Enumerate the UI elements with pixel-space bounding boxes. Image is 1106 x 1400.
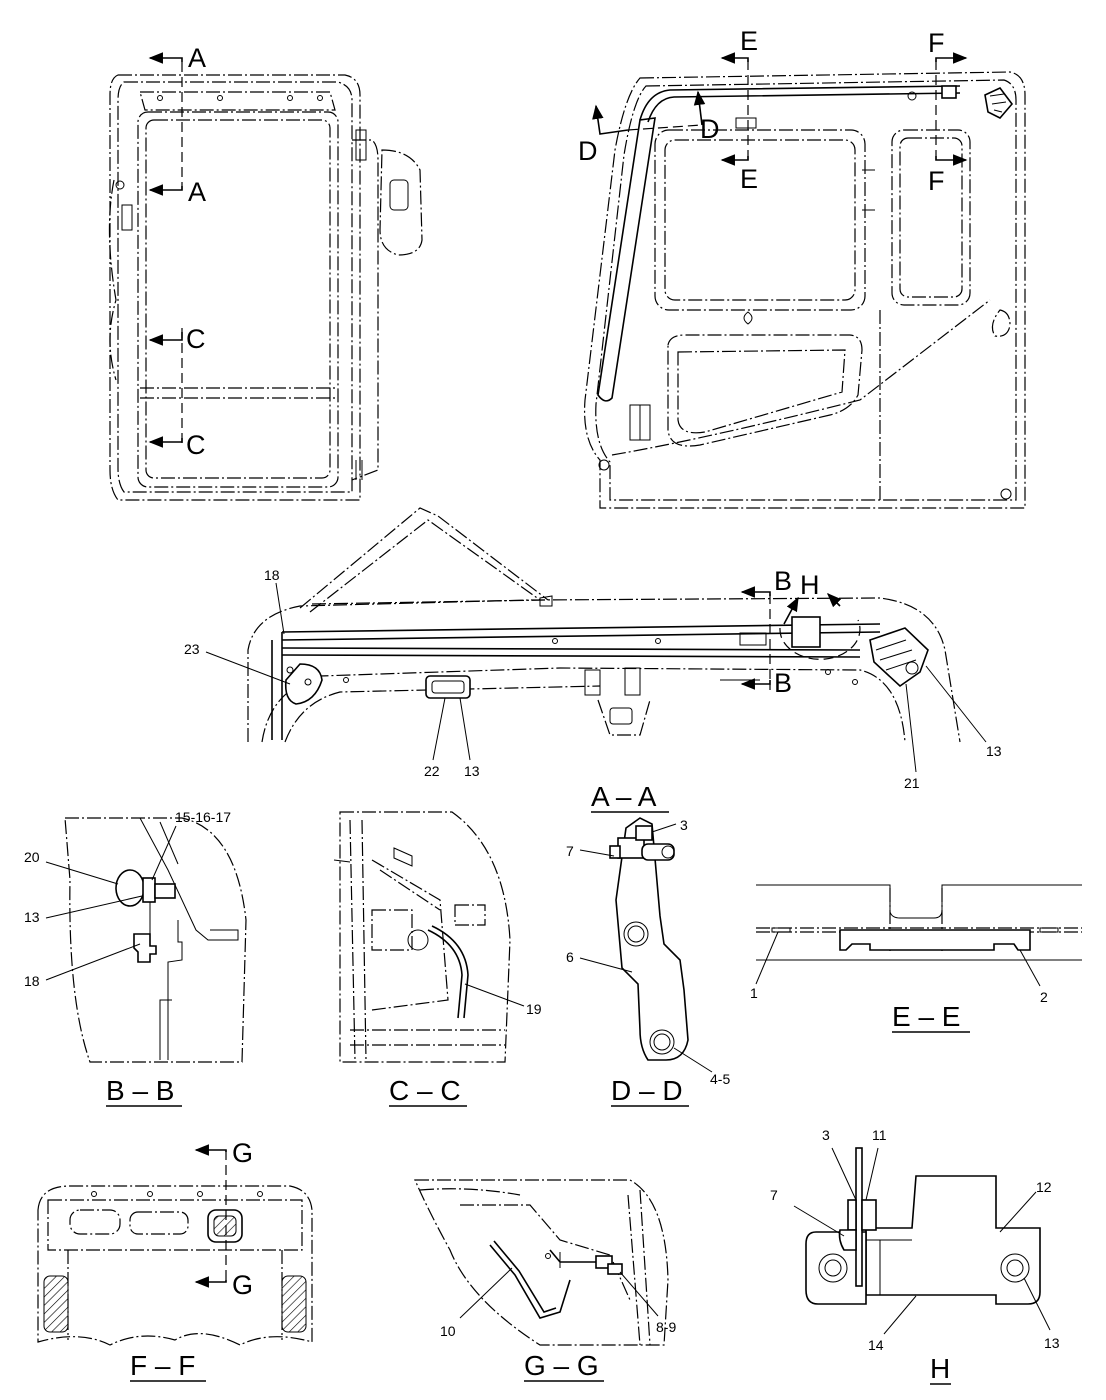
side-view: E E F F D D [578,26,1026,509]
view-title-gg: G – G [524,1350,599,1381]
section-mark-c-top: C [186,324,206,354]
section-mark-g-top: G [232,1138,253,1168]
section-cc: 19 C – C [333,811,542,1107]
section-gg: 10 8-9 G – G [414,1179,676,1382]
view-title-h: H [930,1353,950,1384]
section-mark-a-top: A [188,43,206,73]
callout-13-aa-right: 13 [986,743,1002,759]
section-mark-g-bottom: G [232,1270,253,1300]
section-mark-f-top: F [928,28,945,58]
section-mark-f-bottom: F [928,166,945,196]
callout-8-9: 8-9 [656,1319,676,1335]
callout-13-aa-left: 13 [464,763,480,779]
section-mark-b-bottom: B [774,668,792,698]
callout-7-dd: 7 [566,843,574,859]
callout-3-h: 3 [822,1127,830,1143]
view-title-ee: E – E [892,1001,960,1032]
callout-15-16-17: 15-16-17 [175,809,231,825]
section-mark-a-bottom: A [188,177,206,207]
callout-19: 19 [526,1001,542,1017]
section-mark-b-top: B [774,566,792,596]
callout-22: 22 [424,763,440,779]
view-title-aa: A – A [591,781,657,812]
section-mark-d-right: D [700,114,720,144]
detail-h: 3 11 7 12 14 13 H [770,1127,1060,1385]
section-mark-c-bottom: C [186,430,206,460]
callout-13-h: 13 [1044,1335,1060,1351]
callout-10: 10 [440,1323,456,1339]
callout-4-5: 4-5 [710,1071,730,1087]
callout-20: 20 [24,849,40,865]
callout-23: 23 [184,641,200,657]
section-mark-h: H [800,570,820,600]
section-mark-e-bottom: E [740,164,758,194]
view-title-bb: B – B [106,1075,174,1106]
callout-12: 12 [1036,1179,1052,1195]
callout-18: 18 [264,567,280,583]
callout-6: 6 [566,949,574,965]
section-bb: 15-16-17 20 13 18 B – B [24,809,247,1107]
callout-13-bb: 13 [24,909,40,925]
section-mark-e-top: E [740,26,758,56]
section-aa: B B H 18 23 22 13 13 21 A – A [184,507,1002,813]
callout-3-dd: 3 [680,817,688,833]
callout-7-h: 7 [770,1187,778,1203]
callout-2: 2 [1040,989,1048,1005]
view-title-ff: F – F [130,1350,195,1381]
section-ff: G G F – F [37,1138,313,1382]
callout-18-bb: 18 [24,973,40,989]
callout-14: 14 [868,1337,884,1353]
section-ee: 1 2 E – E [750,884,1082,1033]
view-title-dd: D – D [611,1075,683,1106]
callout-21: 21 [904,775,920,791]
section-dd: 3 7 6 4-5 D – D [566,817,730,1107]
view-title-cc: C – C [389,1075,461,1106]
callout-1: 1 [750,985,758,1001]
front-view: A A C C [108,43,423,501]
section-mark-d-left: D [578,136,598,166]
callout-11: 11 [872,1127,887,1143]
